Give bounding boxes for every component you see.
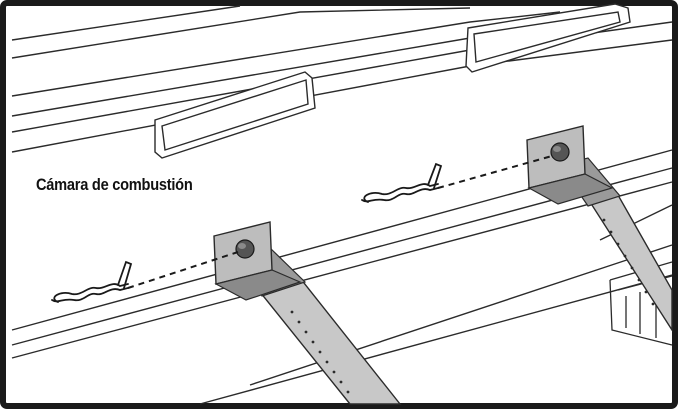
mounting-bracket-left	[213, 221, 302, 301]
alignment-line-left	[127, 251, 239, 289]
bracket-pin-left	[235, 239, 255, 259]
mounting-bracket-right	[526, 125, 614, 205]
cotter-pin-left	[51, 260, 133, 303]
alignment-line-right	[437, 155, 553, 189]
bracket-pin-right	[550, 142, 570, 162]
cotter-pin-right	[361, 162, 443, 203]
vent-slot-left	[154, 71, 316, 159]
vent-slot-right	[465, 3, 631, 73]
combustion-chamber-label: Cámara de combustión	[36, 175, 193, 194]
